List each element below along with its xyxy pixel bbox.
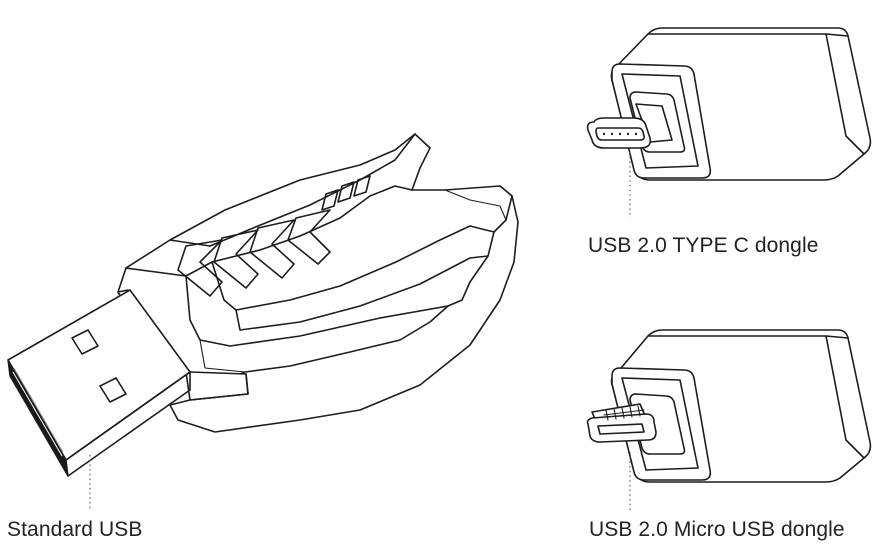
type-c-socket — [629, 91, 686, 153]
drive-ridge-2 — [169, 133, 416, 247]
type-c-dongle-label: USB 2.0 TYPE C dongle — [588, 234, 819, 257]
drive-vent-2 — [337, 181, 355, 203]
drive-ridge-7 — [444, 189, 507, 221]
usb-a-hole-1 — [71, 329, 99, 355]
micro-usb-plug-tongue — [597, 423, 645, 435]
drive-chevron-3 — [249, 219, 295, 279]
standard-usb-drive-illustration — [7, 133, 519, 510]
usb-a-connector-side — [65, 371, 191, 477]
drive-ridge-3 — [211, 225, 495, 311]
drive-ridge-5 — [185, 275, 449, 347]
type-c-body-edge-2 — [825, 33, 865, 155]
usb-a-hole-2 — [99, 377, 127, 403]
micro-usb-body-edge-2 — [825, 335, 865, 459]
drive-ridge-1 — [125, 185, 413, 277]
type-c-plug-tongue — [595, 127, 645, 141]
standard-usb-label: Standard USB — [7, 518, 143, 541]
micro-usb-plug-base — [586, 413, 657, 443]
drive-vent-1 — [321, 189, 339, 211]
drive-collar-edge — [169, 373, 249, 406]
drive-ridge-6 — [199, 339, 246, 373]
drive-vent-3 — [353, 175, 371, 197]
drive-chevron-4 — [287, 209, 331, 265]
micro-usb-dongle-illustration — [586, 329, 872, 510]
drive-ridge-4 — [235, 255, 489, 331]
micro-usb-socket — [629, 393, 686, 455]
drive-body-lower — [169, 185, 519, 433]
type-c-dongle-illustration — [586, 27, 872, 218]
micro-usb-front-face — [611, 367, 712, 481]
drive-body-shell — [117, 133, 513, 379]
micro-usb-dongle-label: USB 2.0 Micro USB dongle — [589, 518, 845, 541]
